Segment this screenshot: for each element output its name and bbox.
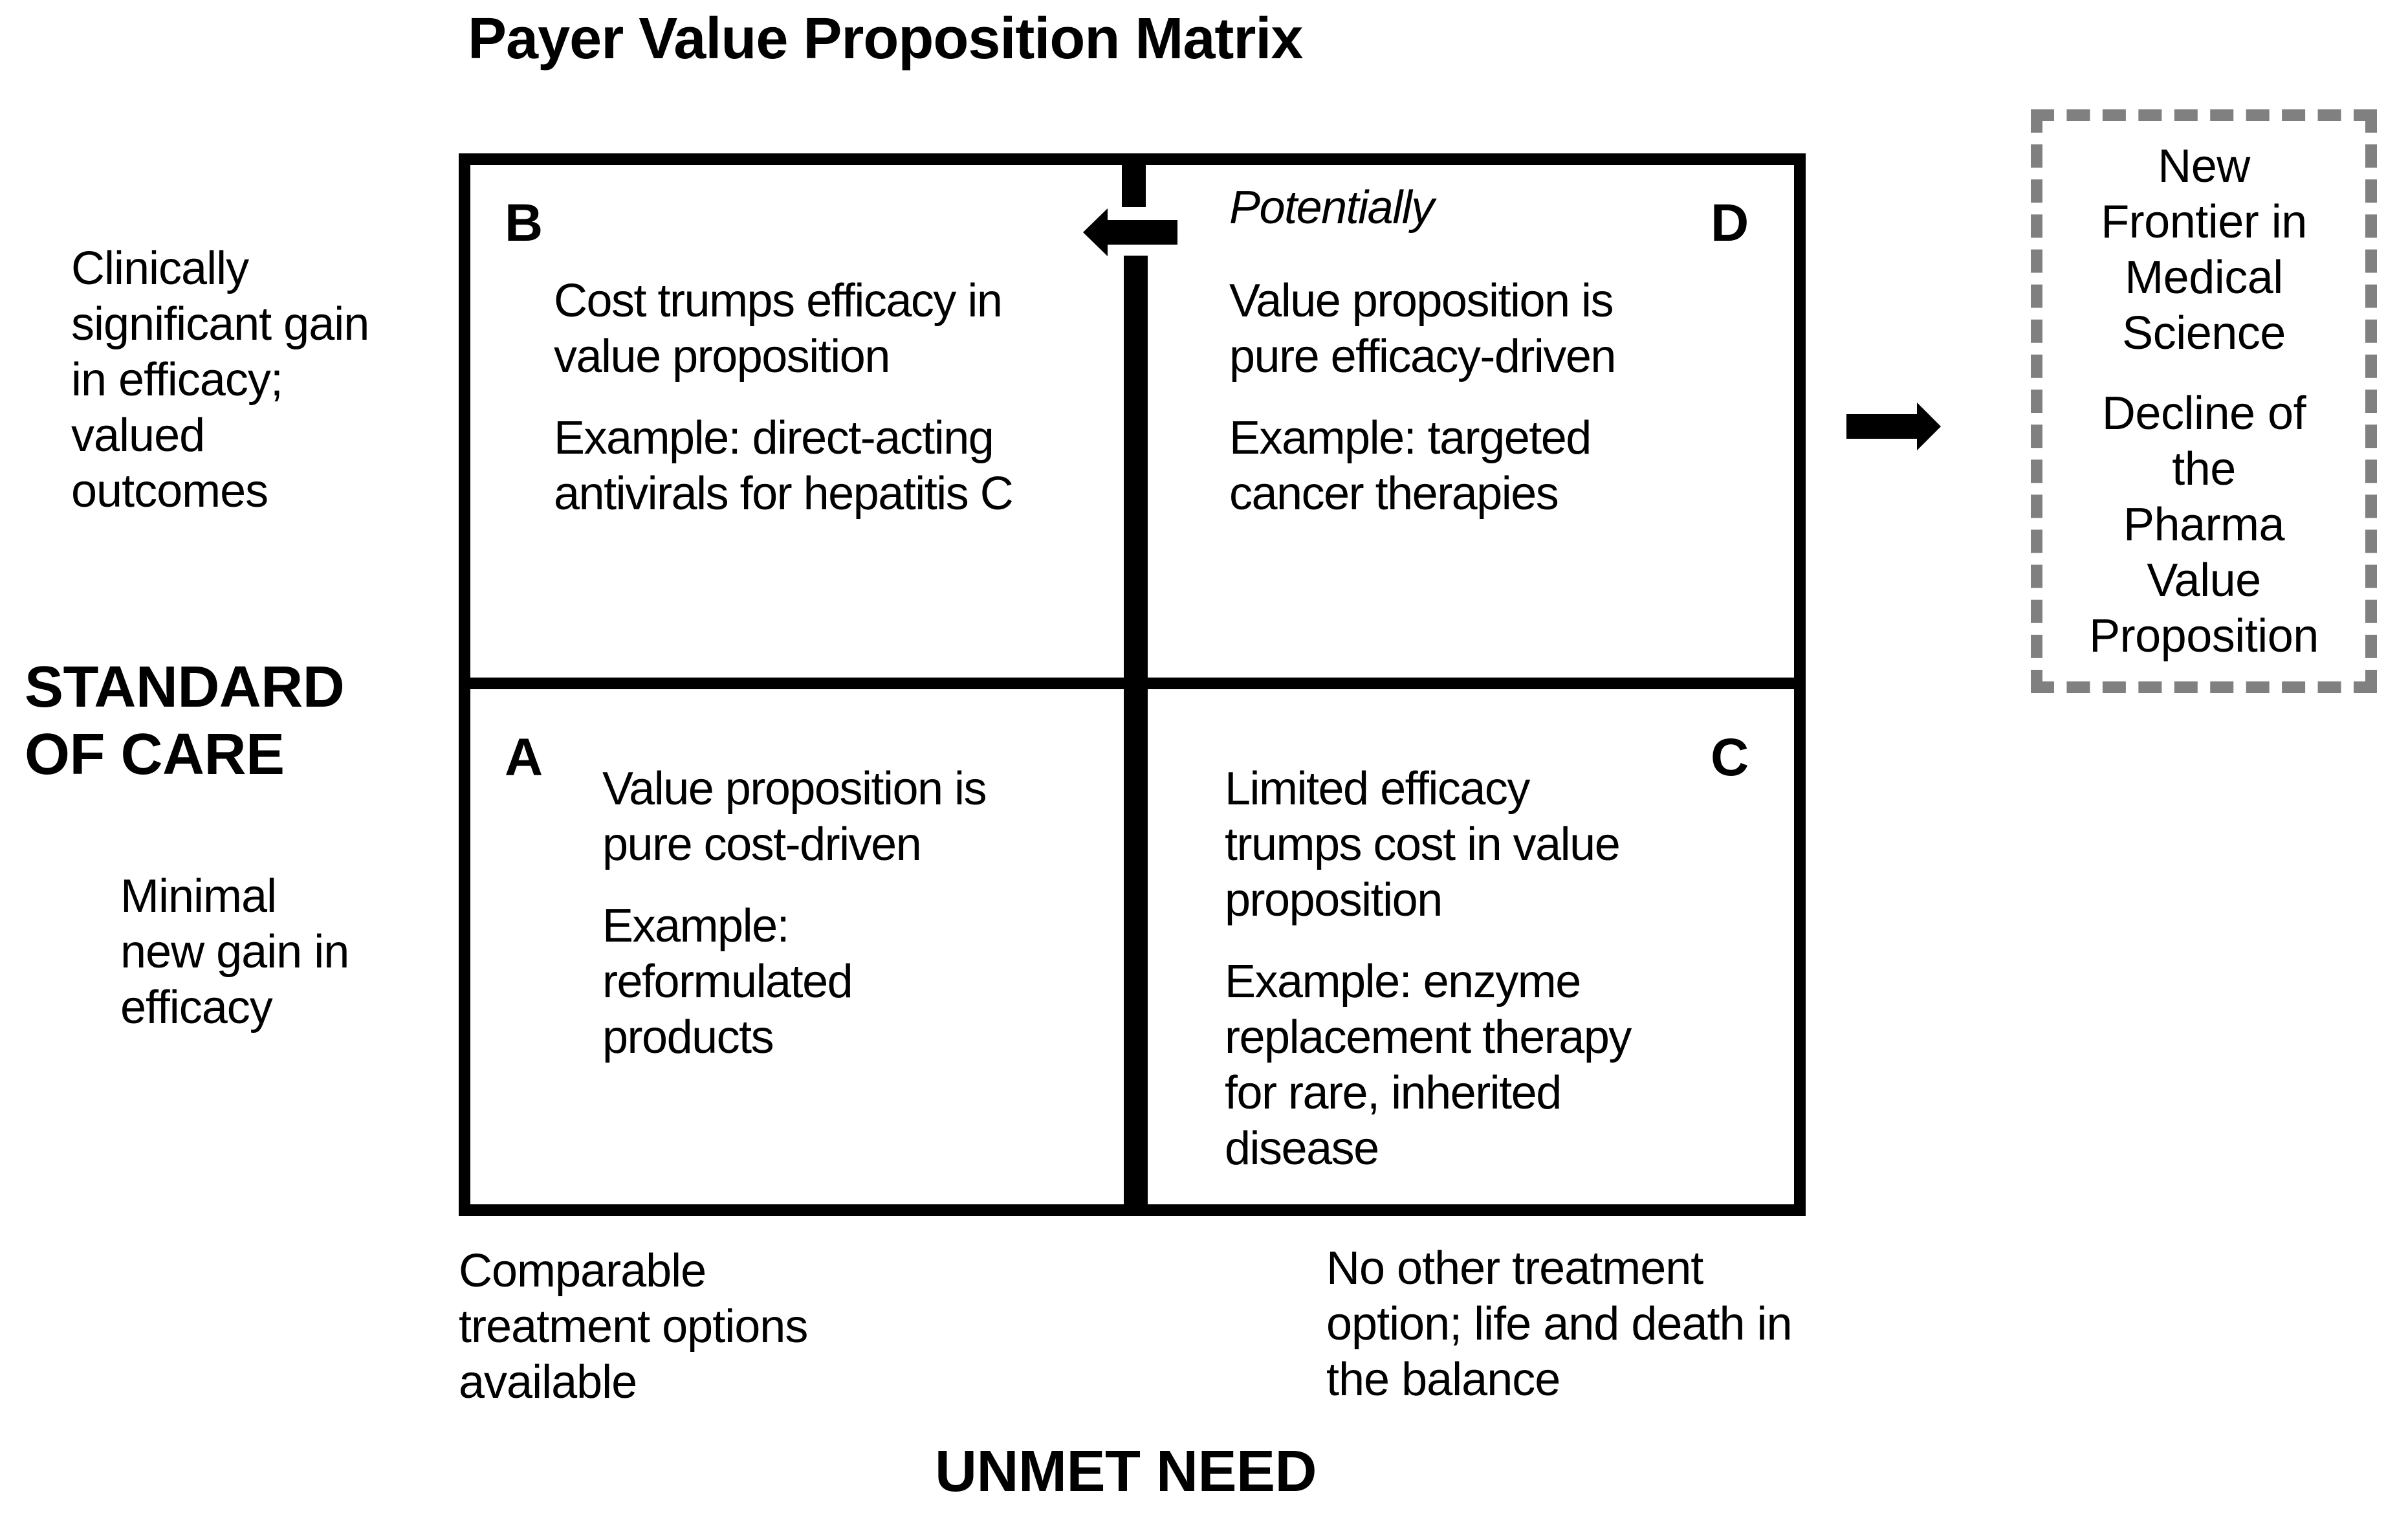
y-axis-high-label: Clinically significant gain in efficacy;… [71, 243, 369, 517]
outcome-new-frontier: New Frontier in Medical Science [2101, 140, 2307, 359]
arrow-left-icon [1083, 208, 1177, 256]
x-axis-low-label: Comparable treatment options available [459, 1245, 808, 1408]
outcome-box-text: New Frontier in Medical Science Decline … [2031, 138, 2377, 664]
quadrant-c-example: Example: enzyme replacement therapy for … [1225, 956, 1632, 1175]
quadrant-c-text: Limited efficacy trumps cost in value pr… [1225, 761, 1781, 1176]
outcome-decline: Decline of the Pharma Value Proposition [2089, 388, 2319, 662]
quadrant-a-statement: Value proposition is pure cost-driven [602, 763, 987, 870]
matrix-vertical-divider [1124, 256, 1148, 1216]
quadrant-d-letter: D [1711, 193, 1749, 252]
arrow-right-icon [1846, 403, 1941, 450]
quadrant-b-text: Cost trumps efficacy in value propositio… [554, 273, 1110, 522]
y-axis-title: STANDARD OF CARE [25, 655, 345, 787]
quadrant-d-example: Example: targeted cancer therapies [1229, 412, 1592, 520]
y-axis-low-label: Minimal new gain in efficacy [120, 870, 349, 1033]
diagram-title: Payer Value Proposition Matrix [468, 6, 1303, 71]
x-axis-title: UNMET NEED [935, 1439, 1317, 1504]
quadrant-d-note: Potentially [1229, 182, 1434, 234]
quadrant-a-text: Value proposition is pure cost-driven Ex… [602, 761, 1107, 1065]
matrix-vertical-divider-top [1122, 153, 1146, 207]
x-axis-high-label: No other treatment option; life and deat… [1326, 1242, 1793, 1406]
quadrant-b-example: Example: direct-acting antivirals for he… [554, 412, 1014, 520]
quadrant-b-statement: Cost trumps efficacy in value propositio… [554, 275, 1003, 382]
quadrant-c-statement: Limited efficacy trumps cost in value pr… [1225, 763, 1621, 926]
quadrant-d-text: Value proposition is pure efficacy-drive… [1229, 273, 1786, 522]
quadrant-a-example: Example: reformulated products [602, 900, 853, 1063]
quadrant-d-statement: Value proposition is pure efficacy-drive… [1229, 275, 1616, 382]
quadrant-a-letter: A [505, 728, 543, 787]
quadrant-c-letter: C [1711, 728, 1749, 787]
outcome-box [2031, 109, 2377, 693]
quadrant-b-letter: B [505, 193, 543, 252]
